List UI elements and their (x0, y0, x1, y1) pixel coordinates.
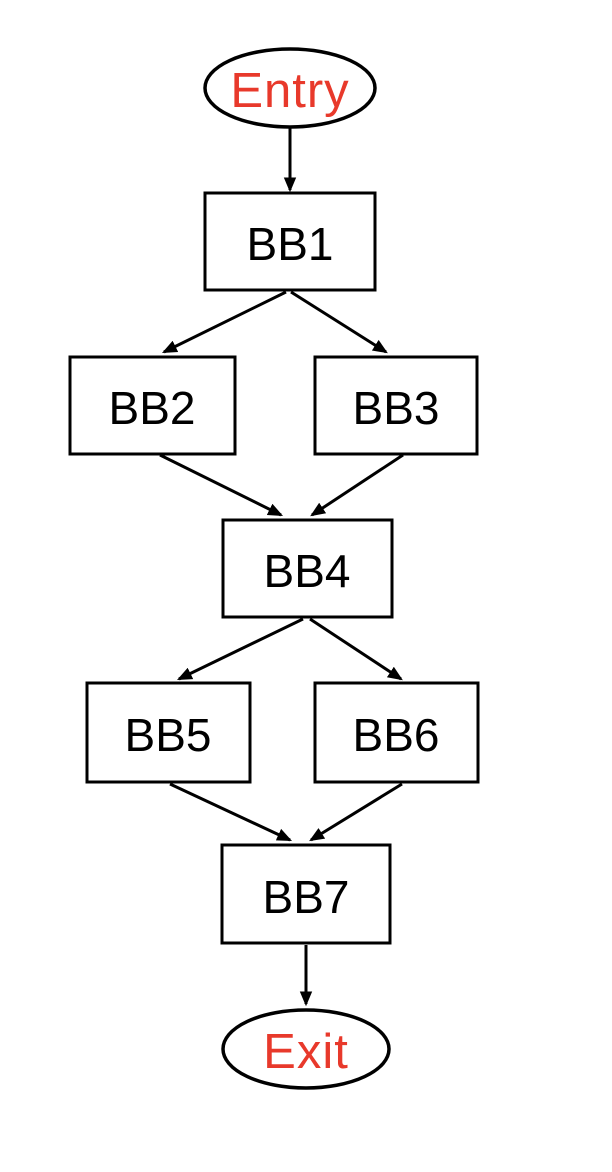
edge-bb1-bb3 (290, 290, 388, 354)
edge-bb6-bb7 (309, 782, 403, 842)
node-bb4: BB4 (221, 518, 394, 619)
bb6-rect (313, 681, 480, 784)
exit-ellipse (221, 1008, 391, 1090)
bb4-rect (221, 518, 394, 619)
edge-bb3-bb4 (310, 453, 404, 517)
bb5-rect (85, 681, 252, 784)
bb5-label: BB5 (125, 709, 212, 761)
edge-bb2-bb4 (159, 453, 284, 517)
edge-bb5-bb7 (169, 782, 293, 842)
entry-label: Entry (230, 64, 349, 118)
edge-bb4-bb5 (176, 617, 304, 681)
node-bb1: BB1 (203, 191, 377, 292)
node-bb3: BB3 (313, 355, 479, 456)
bb4-label: BB4 (264, 545, 351, 597)
node-bb5: BB5 (85, 681, 252, 784)
bb1-label: BB1 (247, 218, 334, 270)
node-bb7: BB7 (220, 843, 392, 945)
entry-ellipse (203, 47, 377, 129)
bb3-label: BB3 (353, 382, 440, 434)
bb3-rect (313, 355, 479, 456)
node-bb2: BB2 (68, 355, 237, 456)
exit-label: Exit (263, 1025, 349, 1079)
bb2-label: BB2 (109, 382, 196, 434)
edges (159, 128, 404, 1007)
bb1-rect (203, 191, 377, 292)
edge-bb4-bb6 (309, 617, 403, 681)
node-entry: Entry (203, 47, 377, 129)
bb7-rect (220, 843, 392, 945)
edge-bb1-bb2 (161, 290, 287, 354)
bb2-rect (68, 355, 237, 456)
bb6-label: BB6 (353, 709, 440, 761)
bb7-label: BB7 (263, 871, 350, 923)
node-bb6: BB6 (313, 681, 480, 784)
node-exit: Exit (221, 1008, 391, 1090)
